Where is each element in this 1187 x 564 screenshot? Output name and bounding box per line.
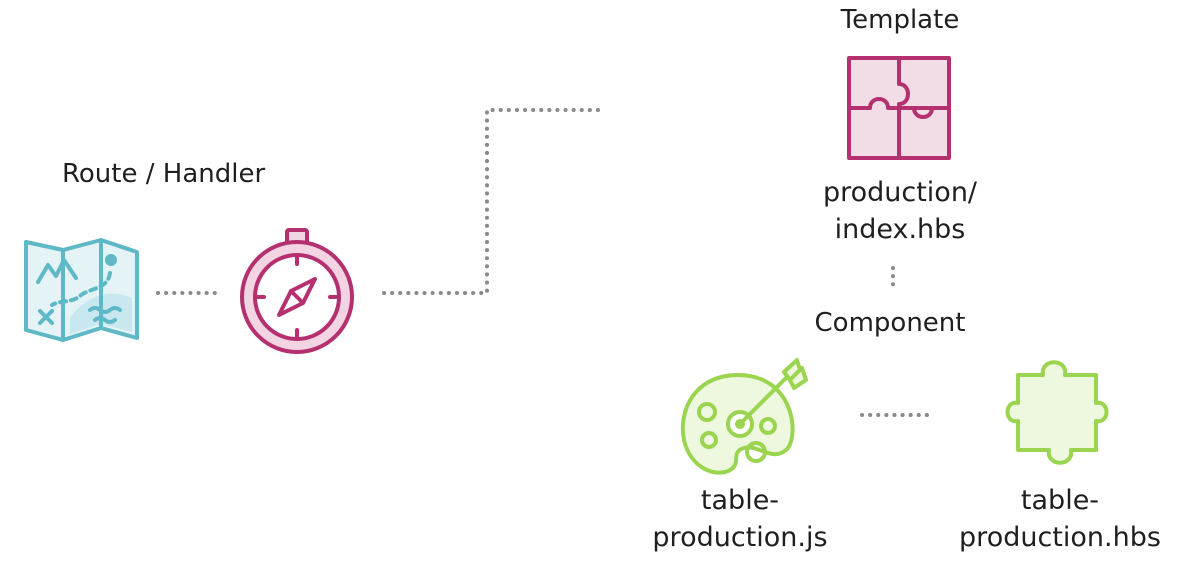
component-hbs-label-line2: production.hbs (959, 522, 1161, 553)
component-js-label-line1: table- (700, 485, 780, 516)
route-handler-heading: Route / Handler (62, 159, 266, 189)
compass-icon (240, 228, 354, 354)
connector-compass-template (382, 108, 600, 295)
template-file-label-line2: index.hbs (834, 214, 966, 245)
component-heading: Component (814, 308, 966, 338)
template-file-label-line1: production/ (822, 177, 978, 208)
map-icon (24, 238, 139, 342)
puzzle-grid-icon (847, 56, 951, 160)
component-js-label-line2: production.js (652, 522, 828, 553)
puzzle-piece-icon (1005, 360, 1109, 465)
palette-icon (680, 358, 808, 475)
template-heading: Template (840, 5, 960, 35)
connectors (156, 108, 930, 417)
component-hbs-label-line1: table- (1020, 485, 1100, 516)
